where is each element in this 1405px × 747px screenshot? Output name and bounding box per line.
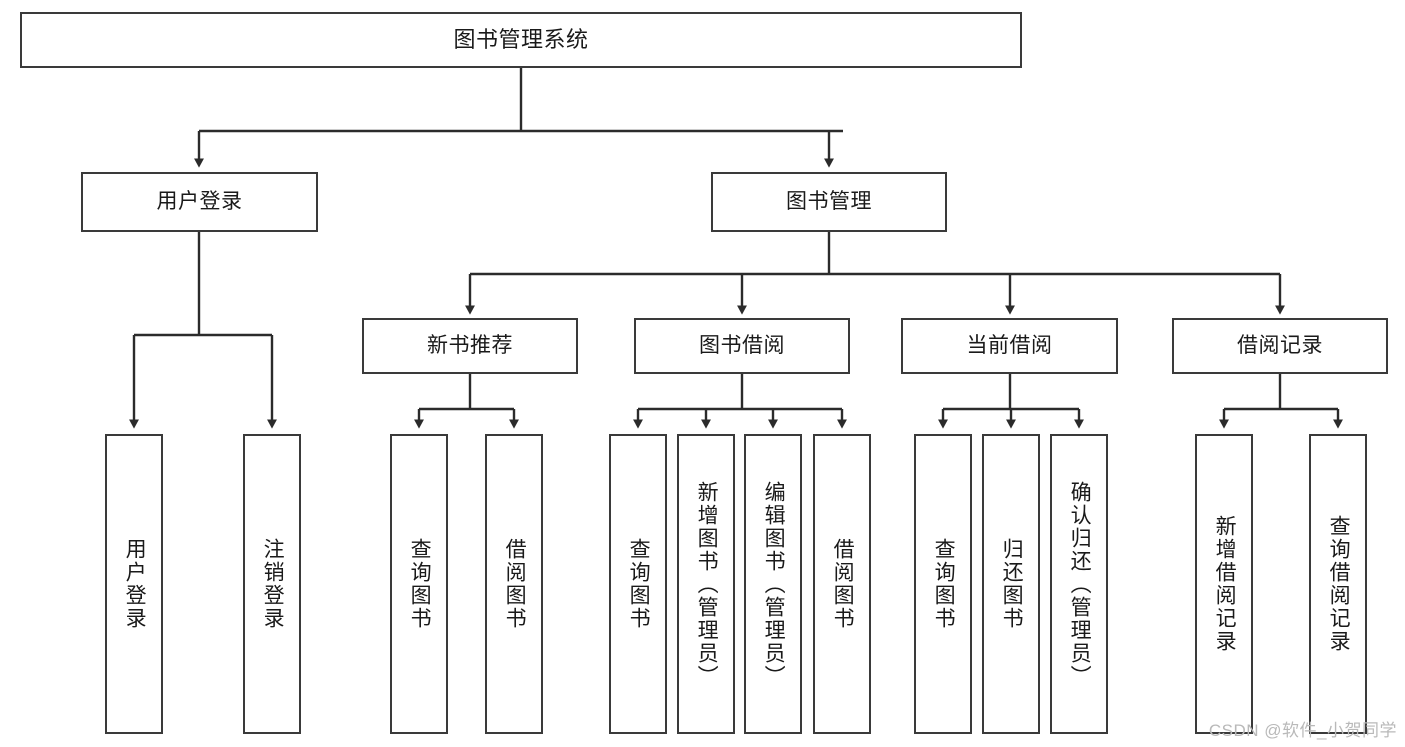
node-label: 借阅图书 — [503, 538, 527, 630]
node-label: 图书借阅 — [699, 333, 785, 357]
node-new-book-recommend[interactable]: 新书推荐 — [362, 318, 578, 374]
leaf-borrow-books-new[interactable]: 借阅图书 — [485, 434, 543, 734]
leaf-borrow-book[interactable]: 借阅图书 — [813, 434, 871, 734]
leaf-add-book-admin[interactable]: 新增图书（管理员） — [677, 434, 735, 734]
leaf-add-borrow-record[interactable]: 新增借阅记录 — [1195, 434, 1253, 734]
leaf-return-book[interactable]: 归还图书 — [982, 434, 1040, 734]
leaf-edit-book-admin[interactable]: 编辑图书（管理员） — [744, 434, 802, 734]
leaf-user-logout[interactable]: 注销登录 — [243, 434, 301, 734]
node-book-management[interactable]: 图书管理 — [711, 172, 947, 232]
node-label: 当前借阅 — [966, 333, 1053, 357]
leaf-query-books-borrow[interactable]: 查询图书 — [609, 434, 667, 734]
node-label: 借阅记录 — [1237, 333, 1323, 357]
node-label: 编辑图书（管理员） — [762, 480, 786, 688]
leaf-query-books-current[interactable]: 查询图书 — [914, 434, 972, 734]
node-current-borrow[interactable]: 当前借阅 — [901, 318, 1118, 374]
leaf-confirm-return-admin[interactable]: 确认归还（管理员） — [1050, 434, 1108, 734]
node-label: 图书管理系统 — [453, 27, 589, 53]
node-root-system[interactable]: 图书管理系统 — [20, 12, 1022, 68]
node-label: 新增图书（管理员） — [695, 480, 719, 688]
node-label: 用户登录 — [123, 538, 147, 630]
node-label: 图书管理 — [786, 189, 872, 213]
watermark: CSDN @软件_小贺同学 — [1208, 721, 1397, 740]
node-book-borrow[interactable]: 图书借阅 — [634, 318, 850, 374]
node-label: 查询图书 — [932, 538, 956, 630]
leaf-query-borrow-record[interactable]: 查询借阅记录 — [1309, 434, 1367, 734]
node-label: 确认归还（管理员） — [1068, 480, 1092, 688]
leaf-query-books-new[interactable]: 查询图书 — [390, 434, 448, 734]
node-label: 新书推荐 — [427, 333, 513, 357]
node-label: 查询图书 — [408, 538, 432, 630]
node-label: 归还图书 — [1000, 538, 1024, 630]
leaf-user-login[interactable]: 用户登录 — [105, 434, 163, 734]
node-label: 新增借阅记录 — [1213, 515, 1237, 653]
node-label: 查询图书 — [627, 538, 651, 630]
node-label: 注销登录 — [261, 538, 285, 630]
node-label: 借阅图书 — [831, 538, 855, 630]
node-label: 用户登录 — [156, 189, 243, 213]
node-user-login[interactable]: 用户登录 — [81, 172, 318, 232]
node-borrow-records[interactable]: 借阅记录 — [1172, 318, 1388, 374]
node-label: 查询借阅记录 — [1327, 515, 1351, 653]
